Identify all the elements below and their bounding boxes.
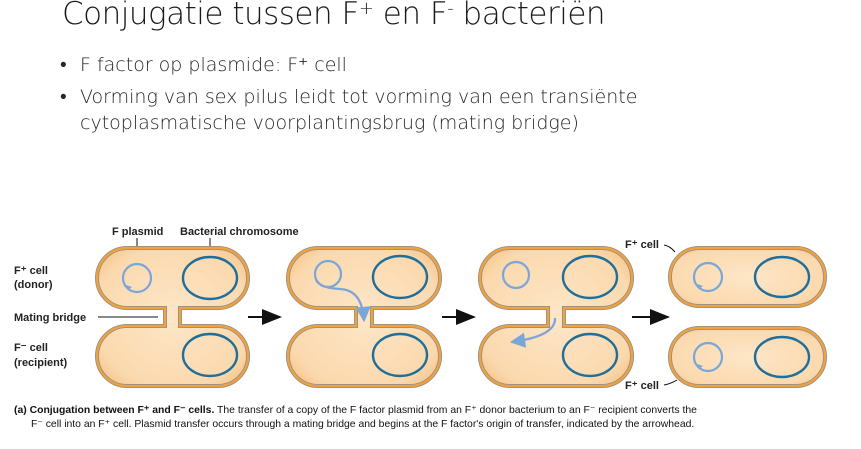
stage-4-cells: [668, 246, 827, 388]
result-top-label: F⁺ cell: [625, 239, 659, 251]
caption-prefix: (a): [14, 405, 30, 416]
chromosome-icon: [753, 255, 811, 299]
bullet-item: Vorming van sex pilus leidt tot vorming …: [60, 84, 700, 136]
chromosome-icon: [753, 335, 811, 379]
recipient-sublabel: (recipient): [14, 357, 68, 369]
plasmid-icon: [692, 261, 724, 293]
plasmid-icon: [501, 260, 531, 290]
chromosome-icon: [371, 332, 429, 378]
caption-body: The transfer of a copy of the F factor p…: [214, 405, 697, 416]
stage-3-cells: [478, 246, 634, 388]
figure-caption: (a) Conjugation between F⁺ and F⁻ cells.…: [14, 404, 854, 432]
caption-body-line2: F⁻ cell into an F⁺ cell. Plasmid transfe…: [31, 419, 695, 430]
chromosome-icon: [561, 332, 619, 378]
bullet-list: F factor op plasmide: F⁺ cell Vorming va…: [60, 52, 700, 142]
recipient-label: F⁻ cell: [14, 342, 48, 354]
plasmid-icon: [692, 341, 724, 373]
caption-lead: Conjugation between F⁺ and F⁻ cells.: [29, 405, 215, 416]
slide-title: Conjugatie tussen F+ en F- bacteriën: [62, 0, 606, 32]
chromosome-icon: [371, 254, 429, 300]
bacterial-chromosome-label: Bacterial chromosome: [180, 226, 299, 238]
donor-sublabel: (donor): [14, 279, 53, 291]
stage-1-cells: [95, 246, 250, 388]
mating-bridge-label: Mating bridge: [14, 312, 86, 324]
bullet-item: F factor op plasmide: F⁺ cell: [60, 52, 700, 78]
plasmid-icon: [121, 262, 153, 294]
stage-2-cells: [286, 246, 442, 388]
result-bottom-label: F⁺ cell: [625, 380, 659, 392]
chromosome-icon: [181, 255, 239, 301]
chromosome-icon: [561, 254, 619, 300]
f-plasmid-label: F plasmid: [112, 226, 163, 238]
donor-label: F⁺ cell: [14, 265, 48, 277]
conjugation-diagram: F plasmid Bacterial chromosome F⁺ cell (…: [14, 226, 827, 392]
chromosome-icon: [181, 332, 239, 378]
